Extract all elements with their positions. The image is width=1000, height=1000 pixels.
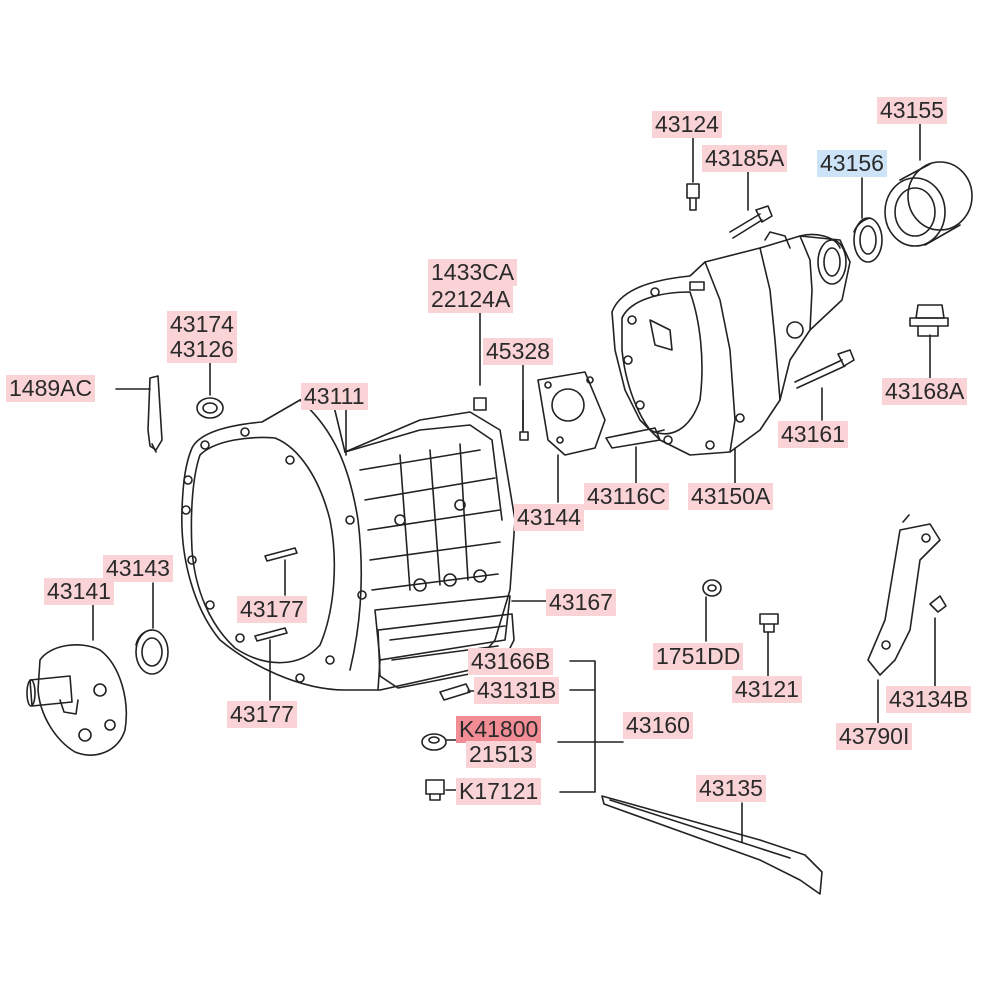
label-43155[interactable]: 43155: [877, 97, 947, 124]
label-43161[interactable]: 43161: [778, 421, 848, 448]
label-43160[interactable]: 43160: [623, 712, 693, 739]
sleeve-1433CA: [473, 397, 487, 411]
label-43167[interactable]: 43167: [546, 589, 616, 616]
bolt-K17121: [425, 779, 445, 801]
bracket-43790I: [867, 514, 941, 676]
leader-lines: [92, 123, 936, 843]
bolt-43121: [759, 613, 779, 633]
label-43156[interactable]: 43156: [817, 150, 887, 177]
label-21513[interactable]: 21513: [466, 741, 536, 768]
label-43116C[interactable]: 43116C: [584, 483, 669, 510]
label-43790I[interactable]: 43790I: [836, 723, 913, 750]
extension-housing: [611, 231, 851, 456]
oil-pump-43141: [26, 644, 128, 756]
label-43177-upper[interactable]: 43177: [237, 596, 307, 623]
label-K17121[interactable]: K17121: [456, 778, 542, 805]
label-1433CA[interactable]: 1433CA: [428, 259, 518, 286]
label-43141[interactable]: 43141: [44, 578, 114, 605]
dust-cover-43155: [884, 161, 973, 247]
ring-43174: [196, 397, 224, 419]
nut-1751DD: [702, 579, 722, 597]
magnet-43131B: [439, 683, 471, 701]
label-43143[interactable]: 43143: [103, 555, 173, 582]
label-22124A[interactable]: 22124A: [428, 286, 514, 313]
label-1489AC[interactable]: 1489AC: [6, 375, 96, 402]
pins-43177: [254, 547, 298, 642]
bracket-43144: [537, 371, 606, 456]
bolt-43185A: [729, 205, 773, 239]
label-43134B[interactable]: 43134B: [886, 686, 972, 713]
clip-1489AC: [147, 375, 163, 453]
bolt-45328: [519, 399, 529, 441]
label-43144[interactable]: 43144: [514, 504, 584, 531]
label-43177-lower[interactable]: 43177: [227, 701, 297, 728]
label-43121[interactable]: 43121: [732, 676, 802, 703]
bolt-43161: [794, 349, 855, 389]
label-K41800[interactable]: K41800: [456, 716, 542, 743]
seal-43156: [853, 217, 883, 263]
label-43124[interactable]: 43124: [652, 111, 722, 138]
label-43150A[interactable]: 43150A: [688, 483, 774, 510]
plug-43168A: [909, 304, 949, 337]
pin-43116C: [605, 427, 665, 449]
label-45328[interactable]: 45328: [483, 338, 553, 365]
label-43131B[interactable]: 43131B: [474, 677, 560, 704]
label-43185A[interactable]: 43185A: [702, 145, 788, 172]
transmission-case: [181, 389, 516, 691]
seal-43143: [135, 629, 169, 675]
label-1751DD[interactable]: 1751DD: [653, 643, 744, 670]
label-43135[interactable]: 43135: [696, 775, 766, 802]
label-43126[interactable]: 43126: [167, 336, 237, 363]
plate-43135: [601, 795, 823, 895]
label-43168A[interactable]: 43168A: [882, 378, 968, 405]
label-43111[interactable]: 43111: [301, 383, 368, 410]
nut-K41800: [421, 733, 447, 751]
bolt-43124: [686, 183, 700, 211]
label-43174[interactable]: 43174: [167, 311, 237, 338]
label-43166B[interactable]: 43166B: [468, 648, 554, 675]
clip-43134B: [929, 595, 947, 613]
